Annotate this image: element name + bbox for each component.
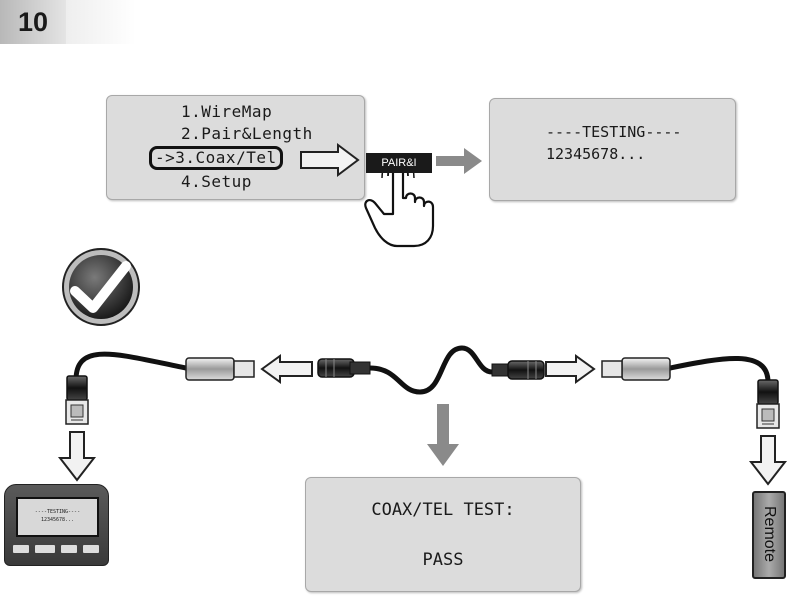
tester-button-menu [35,545,55,553]
testing-progress: 12345678... [546,145,646,163]
left-rj45-plug-icon [65,375,89,425]
outline-arrow-down-right-icon [748,435,788,486]
page-number-strip [66,0,136,44]
left-coax-connector-icon [317,358,371,378]
tester-button-down [13,545,29,553]
page-number: 10 [0,0,66,44]
tester-mini-screen: ----TESTING---- 12345678... [16,497,99,537]
outline-arrow-left-icon [260,354,313,384]
coax-cable [369,345,493,395]
result-status: PASS [422,550,464,570]
outline-arrow-right-icon-2 [545,354,596,384]
result-screen: COAX/TEL TEST: PASS [305,477,581,592]
solid-arrow-right-icon [436,148,482,174]
outline-arrow-down-left-icon [57,431,97,482]
remote-unit: Remote [752,491,786,579]
left-usb-plug-icon [185,357,255,381]
menu-item-setup: 4.Setup [181,172,252,191]
left-cable [73,351,187,381]
pair-key-badge: PAIR&I [366,153,432,173]
remote-label: Remote [761,505,778,563]
tester-mini-line1: ----TESTING---- [34,509,81,515]
solid-arrow-down-icon [427,404,459,466]
menu-item-wiremap: 1.WireMap [181,102,273,121]
menu-screen: 1.WireMap 2.Pair&Length ->3.Coax/Tel 4.S… [106,95,365,200]
tester-mini-line2: 12345678... [40,517,75,523]
testing-title: ----TESTING---- [546,123,682,141]
right-coax-connector-icon [491,360,545,380]
menu-item-coax-tel: ->3.Coax/Tel [155,148,277,167]
testing-screen: ----TESTING---- 12345678... [489,98,736,201]
outline-arrow-right-icon [300,143,360,177]
menu-item-pair-length: 2.Pair&Length [181,124,313,143]
right-cable [669,356,771,383]
tester-button-up [61,545,77,553]
handheld-tester: ----TESTING---- 12345678... [4,484,109,566]
result-title: COAX/TEL TEST: [371,500,515,520]
checkmark-icon [62,248,140,326]
tester-button-power [83,545,99,553]
selection-highlight [149,146,283,170]
right-usb-plug-icon [601,357,671,381]
right-rj45-plug-icon [756,379,780,429]
